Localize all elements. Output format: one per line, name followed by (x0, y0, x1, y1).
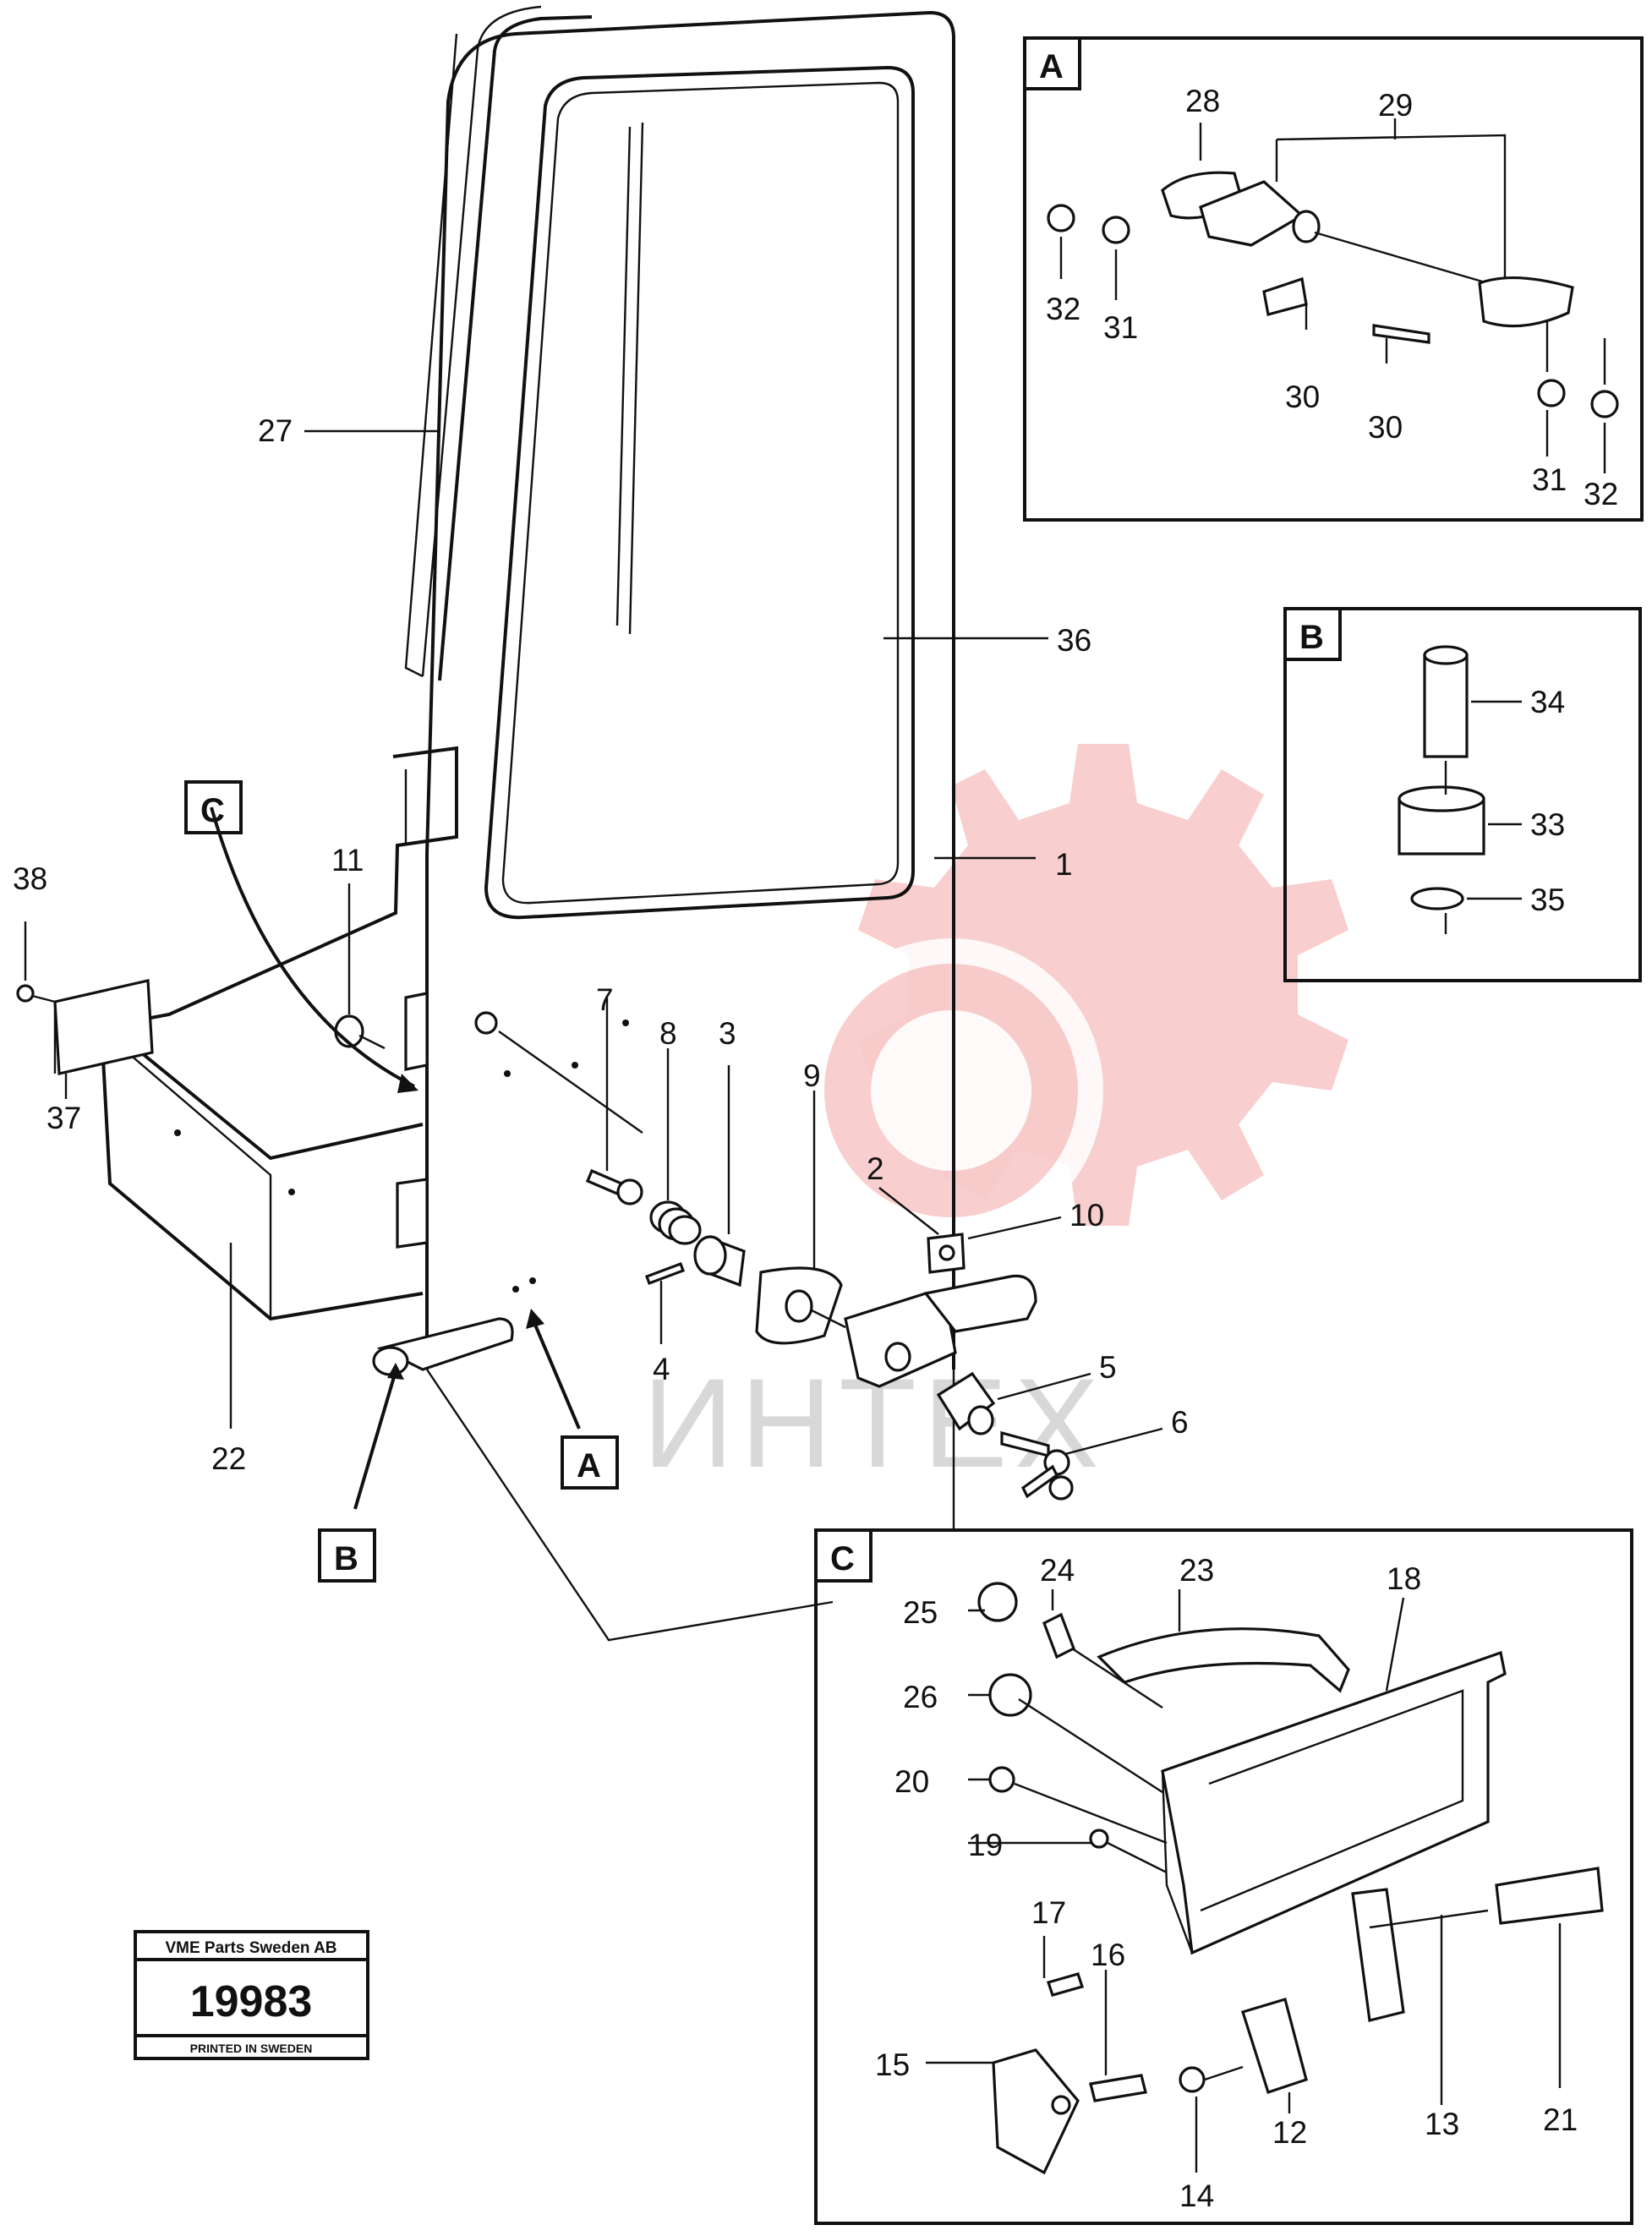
part-label-12: 12 (1272, 2115, 1307, 2150)
part-label-10: 10 (1069, 1198, 1104, 1233)
part-label-14: 14 (1179, 2179, 1214, 2213)
part-label-1: 1 (1055, 847, 1073, 882)
callout-label-c: C (200, 792, 225, 829)
part-label-38: 38 (13, 861, 47, 896)
part-label-30a: 30 (1285, 380, 1320, 414)
part-label-23: 23 (1179, 1553, 1214, 1588)
callout-label-b: B (334, 1540, 358, 1577)
part-label-15: 15 (875, 2047, 910, 2082)
part-label-34: 34 (1530, 685, 1565, 719)
vme-stamp: VME Parts Sweden AB 19983 PRINTED IN SWE… (134, 1930, 369, 2060)
door-assembly (404, 5, 955, 1642)
detail-b-panel (1283, 607, 1642, 982)
part-label-22: 22 (211, 1441, 246, 1476)
part-label-3: 3 (719, 1016, 736, 1051)
detail-label-c: C (830, 1540, 855, 1577)
part-label-7: 7 (596, 982, 614, 1017)
part-label-36: 36 (1057, 623, 1091, 658)
part-label-30b: 30 (1368, 410, 1403, 445)
part-label-2: 2 (867, 1151, 884, 1186)
part-label-35: 35 (1530, 883, 1565, 917)
part-label-31a: 31 (1103, 310, 1138, 345)
part-label-26: 26 (903, 1680, 938, 1714)
stamp-number: 19983 (190, 1977, 313, 2026)
part-label-29: 29 (1378, 88, 1413, 123)
watermark-gear-logo (799, 744, 1348, 1243)
callout-box-a (561, 1435, 619, 1490)
part-label-27: 27 (258, 413, 293, 448)
part-label-28: 28 (1185, 84, 1220, 118)
detail-label-b: B (1299, 619, 1324, 656)
part-label-9: 9 (803, 1058, 821, 1093)
part-number-labels: 1 2 3 4 5 6 7 8 9 10 11 12 13 14 15 16 1… (13, 84, 1618, 2213)
detail-label-a: A (1039, 48, 1064, 85)
detail-a-panel (1023, 36, 1644, 522)
detail-callout-arrows (210, 806, 581, 1510)
callout-box-b (318, 1528, 376, 1583)
part-label-13: 13 (1425, 2107, 1459, 2141)
callout-label-a: A (577, 1447, 601, 1484)
part-label-25: 25 (903, 1595, 938, 1630)
part-label-33: 33 (1530, 807, 1565, 842)
part-label-20: 20 (894, 1764, 929, 1799)
part-label-19: 19 (968, 1828, 1003, 1862)
handle-and-lock-parts (334, 992, 1074, 1501)
detail-c-panel (814, 1528, 1633, 2225)
leader-lines (24, 429, 1163, 1456)
part-label-8: 8 (659, 1016, 677, 1051)
callout-box-c (184, 780, 243, 834)
part-label-17: 17 (1031, 1895, 1066, 1930)
stamp-footer: PRINTED IN SWEDEN (190, 2042, 313, 2055)
part-label-31b: 31 (1532, 462, 1567, 497)
part-label-32b: 32 (1584, 477, 1618, 511)
part-label-4: 4 (653, 1352, 670, 1386)
step-plate (16, 746, 458, 1321)
part-label-37: 37 (46, 1101, 81, 1135)
part-label-16: 16 (1091, 1938, 1125, 1972)
part-label-24: 24 (1040, 1553, 1075, 1588)
part-label-11: 11 (331, 843, 364, 877)
part-label-18: 18 (1387, 1561, 1421, 1596)
part-label-21: 21 (1543, 2102, 1578, 2137)
part-label-5: 5 (1099, 1350, 1117, 1385)
stamp-company: VME Parts Sweden AB (165, 1939, 336, 1957)
part-label-32a: 32 (1046, 292, 1080, 326)
part-label-6: 6 (1171, 1405, 1189, 1440)
